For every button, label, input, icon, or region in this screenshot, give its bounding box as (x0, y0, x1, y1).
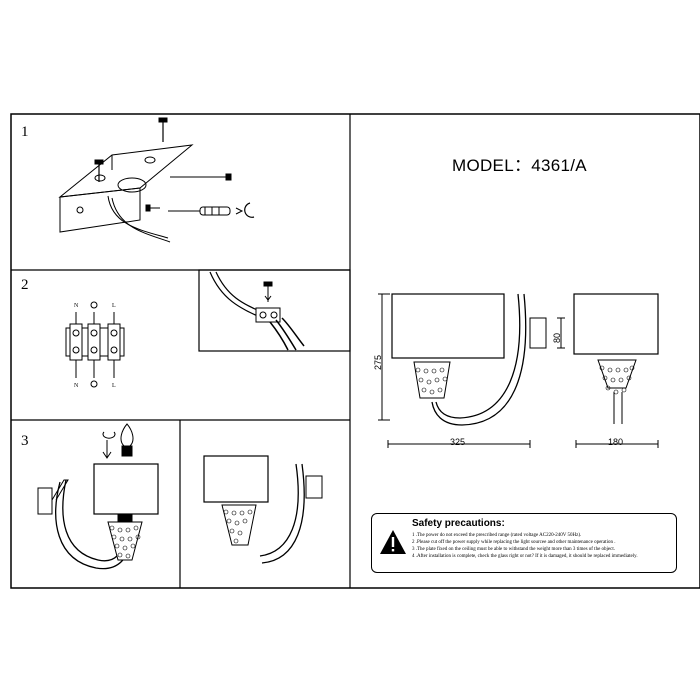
svg-text:N: N (74, 303, 79, 309)
step-3-label: 3 (21, 433, 29, 449)
safety-title: Safety precautions: (412, 518, 505, 529)
warning-icon (380, 530, 406, 554)
dimension-plate: 80 (552, 332, 562, 343)
dimension-height: 275 (373, 354, 383, 370)
model-number: MODEL：4361/A (452, 156, 587, 175)
safety-line-2: 2 .Please cut off the power supply while… (412, 540, 616, 545)
dimension-depth: 180 (608, 437, 624, 447)
bulb-icon (120, 423, 134, 447)
svg-text:L: L (112, 303, 116, 309)
step-2-label: 2 (21, 277, 29, 293)
step2-wire-detail (198, 269, 351, 352)
step1-screws (94, 117, 232, 212)
safety-line-4: 4 .After installation is complete, check… (412, 554, 638, 559)
safety-line-1: 1 .The power do not exceed the prescribe… (412, 533, 582, 538)
step3-lamp-illustration (37, 423, 159, 570)
outer-frame (10, 113, 700, 589)
safety-precautions-box: Safety precautions: 1 .The power do not … (371, 513, 677, 573)
step-1-label: 1 (21, 124, 29, 140)
side-view-drawing (573, 293, 659, 448)
svg-text:L: L (112, 383, 116, 389)
safety-line-3: 3 .The plate fixed on the ceiling must b… (412, 547, 616, 552)
front-view-drawing (378, 293, 565, 448)
step2-terminal-block: N L N L (65, 301, 125, 389)
screwdriver-icon (168, 202, 255, 218)
step3-assembled-lamp (203, 455, 323, 564)
step1-bracket-illustration (58, 144, 194, 243)
svg-text:N: N (74, 383, 79, 389)
dimension-width: 325 (450, 437, 466, 447)
crystal-drops (109, 525, 141, 559)
